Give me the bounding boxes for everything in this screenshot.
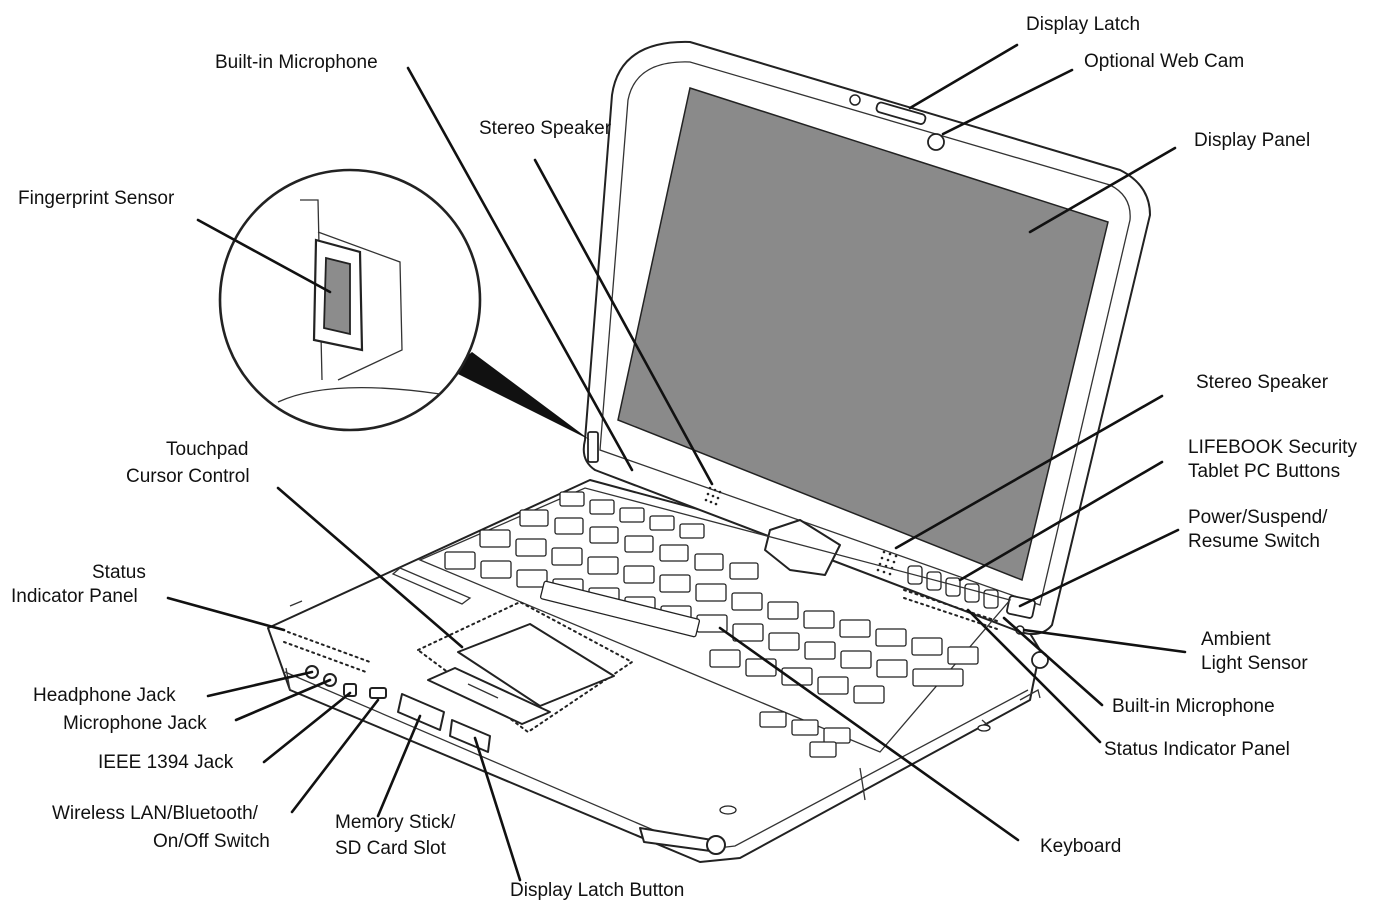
keyboard-keys — [444, 491, 979, 758]
ieee-1394-port — [343, 683, 357, 697]
label-display-latch: Display Latch — [1026, 14, 1140, 35]
label-memory-2: SD Card Slot — [335, 838, 447, 859]
label-stereo-speaker-left: Stereo Speaker — [479, 118, 612, 139]
display-latch-button — [449, 719, 491, 753]
fingerprint-sensor-on-lid — [587, 431, 599, 463]
fingerprint-sensor-pad — [323, 256, 351, 336]
label-ieee-1394-jack: IEEE 1394 Jack — [98, 752, 234, 773]
web-cam — [927, 133, 945, 151]
display-panel — [617, 87, 1109, 582]
label-memory-1: Memory Stick/ — [335, 812, 456, 833]
label-touchpad-1: Touchpad — [166, 439, 248, 460]
label-ambient-1: Ambient — [1201, 629, 1271, 650]
label-ambient-2: Light Sensor — [1201, 653, 1308, 674]
fingerprint-magnifier — [218, 168, 590, 440]
label-optional-web-cam: Optional Web Cam — [1084, 51, 1244, 72]
label-keyboard: Keyboard — [1040, 836, 1121, 857]
status-strip — [391, 567, 472, 605]
touchpad-buttons — [427, 667, 551, 725]
label-status-panel-left-2: Indicator Panel — [11, 586, 138, 607]
labels: Display Latch Optional Web Cam Built-in … — [11, 14, 1357, 901]
memory-card-slot — [397, 693, 445, 731]
label-wireless-1: Wireless LAN/Bluetooth/ — [52, 803, 259, 824]
status-indicator-small — [289, 600, 303, 607]
label-display-latch-button: Display Latch Button — [510, 880, 684, 901]
label-status-panel-left-1: Status — [92, 562, 146, 583]
lid-mic-hole — [849, 94, 861, 106]
wireless-switch — [369, 687, 387, 699]
label-wireless-2: On/Off Switch — [153, 831, 270, 852]
label-display-panel: Display Panel — [1194, 130, 1310, 151]
label-headphone-jack: Headphone Jack — [33, 685, 176, 706]
display-latch — [875, 101, 927, 125]
leader-lines — [166, 43, 1187, 882]
label-fingerprint-sensor: Fingerprint Sensor — [18, 188, 175, 209]
label-lifebook-security-2: Tablet PC Buttons — [1188, 461, 1340, 482]
stereo-speaker-left-grille — [704, 486, 722, 506]
label-status-panel-right: Status Indicator Panel — [1104, 739, 1290, 760]
laptop-illustration — [267, 40, 1151, 863]
label-microphone-jack: Microphone Jack — [63, 713, 207, 734]
label-touchpad-2: Cursor Control — [126, 466, 250, 487]
label-built-in-microphone-right: Built-in Microphone — [1112, 696, 1275, 717]
stereo-speaker-right-grille — [876, 550, 898, 576]
magnifier-wedge — [450, 352, 590, 440]
label-built-in-microphone-top: Built-in Microphone — [215, 52, 378, 73]
touchpad — [457, 623, 615, 707]
display-hinge — [764, 519, 841, 576]
base-side-edge — [285, 667, 291, 691]
label-power-switch-2: Resume Switch — [1188, 531, 1320, 552]
label-stereo-speaker-right: Stereo Speaker — [1196, 372, 1329, 393]
label-lifebook-security-1: LIFEBOOK Security — [1188, 437, 1357, 458]
label-power-switch-1: Power/Suspend/ — [1188, 507, 1328, 528]
